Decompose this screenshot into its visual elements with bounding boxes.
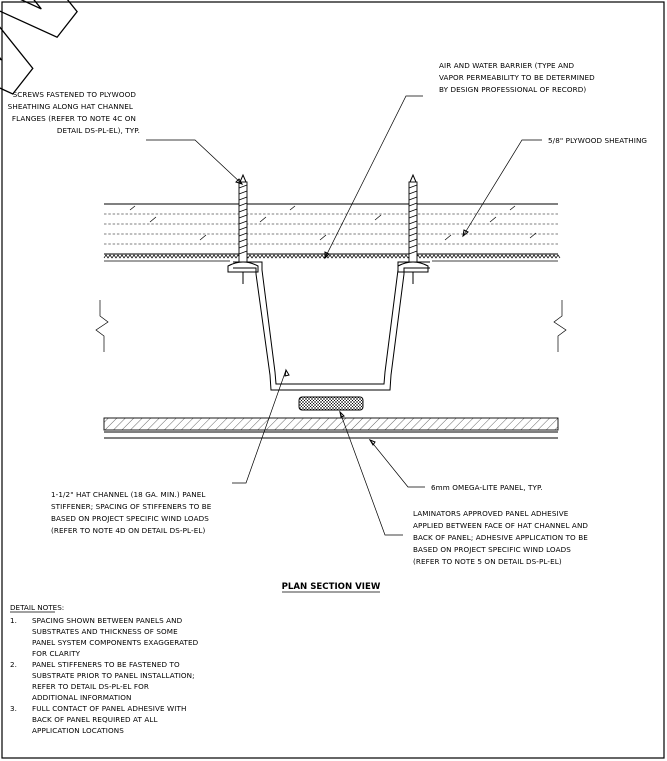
note-1-line-4: FOR CLARITY <box>32 649 81 658</box>
label-barrier: AIR AND WATER BARRIER (TYPE AND VAPOR PE… <box>439 61 595 94</box>
label-barrier-line-3: BY DESIGN PROFESSIONAL OF RECORD) <box>439 85 586 94</box>
air-water-barrier <box>103 254 561 259</box>
label-barrier-line-2: VAPOR PERMEABILITY TO BE DETERMINED <box>439 73 595 82</box>
label-plywood: 5/8" PLYWOOD SHEATHING <box>548 136 647 145</box>
label-screws-line-4: DETAIL DS-PL-EL), TYP. <box>57 126 140 135</box>
note-2-number: 2. <box>10 660 17 669</box>
break-line-left <box>95 300 109 352</box>
label-adhesive-line-5: (REFER TO NOTE 5 ON DETAIL DS-PL-EL) <box>413 557 562 566</box>
note-3-line-2: BACK OF PANEL REQUIRED AT ALL <box>32 715 158 724</box>
label-hat-channel-line-1: 1-1/2" HAT CHANNEL (18 GA. MIN.) PANEL <box>51 490 205 499</box>
note-1-line-3: PANEL SYSTEM COMPONENTS EXAGGERATED <box>32 638 199 647</box>
screw-left <box>227 173 259 284</box>
label-panel: 6mm OMEGA-LITE PANEL, TYP. <box>431 483 543 492</box>
adhesive-bead <box>298 396 364 411</box>
page-title: PLAN SECTION VIEW <box>282 582 381 592</box>
break-line-right <box>553 300 567 352</box>
label-adhesive-line-3: BACK OF PANEL; ADHESIVE APPLICATION TO B… <box>413 533 588 542</box>
note-1-number: 1. <box>10 616 17 625</box>
label-screws-line-2: SHEATHING ALONG HAT CHANNEL <box>8 102 133 111</box>
label-hat-channel-line-3: BASED ON PROJECT SPECIFIC WIND LOADS <box>51 514 209 523</box>
leader-lines <box>146 95 542 536</box>
label-barrier-line-1: AIR AND WATER BARRIER (TYPE AND <box>439 61 575 70</box>
label-adhesive-line-4: BASED ON PROJECT SPECIFIC WIND LOADS <box>413 545 571 554</box>
screw-right <box>397 173 429 284</box>
label-hat-channel-line-4: (REFER TO NOTE 4D ON DETAIL DS-PL-EL) <box>51 526 205 535</box>
label-screws-line-1: SCREWS FASTENED TO PLYWOOD <box>13 90 137 99</box>
note-2-line-4: ADDITIONAL INFORMATION <box>32 693 131 702</box>
label-adhesive-line-1: LAMINATORS APPROVED PANEL ADHESIVE <box>413 509 569 518</box>
label-adhesive-line-2: APPLIED BETWEEN FACE OF HAT CHANNEL AND <box>413 521 588 530</box>
label-screws: SCREWS FASTENED TO PLYWOOD SHEATHING ALO… <box>8 90 140 135</box>
note-3-number: 3. <box>10 704 17 713</box>
note-2-line-1: PANEL STIFFENERS TO BE FASTENED TO <box>32 660 180 669</box>
note-2-line-3: REFER TO DETAIL DS-PL-EL FOR <box>32 682 149 691</box>
detail-notes: DETAIL NOTES: 1. SPACING SHOWN BETWEEN P… <box>10 603 199 735</box>
label-adhesive: LAMINATORS APPROVED PANEL ADHESIVE APPLI… <box>413 509 588 566</box>
label-screws-line-3: FLANGES (REFER TO NOTE 4C ON <box>12 114 136 123</box>
note-3-line-1: FULL CONTACT OF PANEL ADHESIVE WITH <box>32 704 186 713</box>
detail-notes-header: DETAIL NOTES: <box>10 603 64 612</box>
hat-channel <box>233 261 430 391</box>
label-hat-channel-line-2: STIFFENER; SPACING OF STIFFENERS TO BE <box>51 502 212 511</box>
note-1-line-2: SUBSTRATES AND THICKNESS OF SOME <box>32 627 178 636</box>
note-2-line-2: SUBSTRATE PRIOR TO PANEL INSTALLATION; <box>32 671 195 680</box>
label-hat-channel: 1-1/2" HAT CHANNEL (18 GA. MIN.) PANEL S… <box>51 490 212 535</box>
omega-lite-panel <box>103 417 559 439</box>
note-3-line-3: APPLICATION LOCATIONS <box>32 726 124 735</box>
note-1-line-1: SPACING SHOWN BETWEEN PANELS AND <box>32 616 183 625</box>
